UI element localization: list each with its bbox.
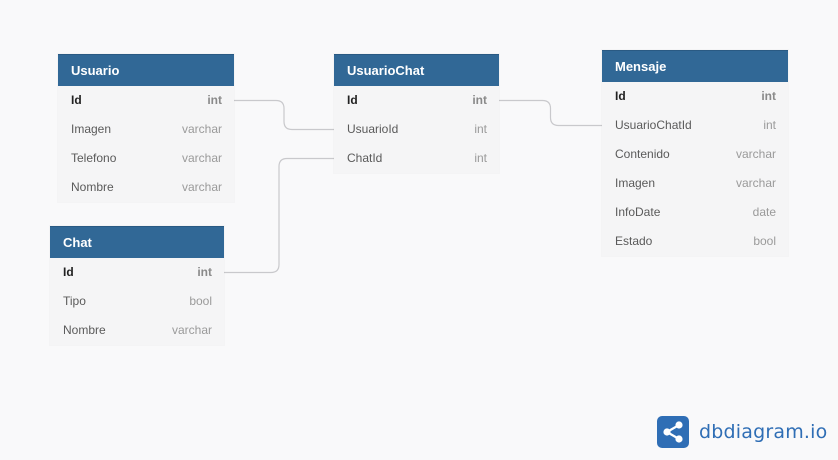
column-name: UsuarioId — [347, 122, 399, 136]
column-name: Id — [347, 93, 358, 107]
table-row[interactable]: InfoDate date — [602, 198, 788, 227]
column-name: Imagen — [615, 176, 656, 190]
share-nodes-icon — [657, 416, 689, 448]
table-row[interactable]: Imagen varchar — [58, 115, 234, 144]
column-name: Nombre — [63, 323, 106, 337]
table-row[interactable]: UsuarioId int — [334, 115, 499, 144]
column-type: varchar — [735, 176, 776, 190]
relationship-line[interactable] — [224, 157, 334, 274]
column-name: Id — [63, 265, 74, 279]
column-name: ChatId — [347, 151, 383, 165]
table-mensaje[interactable]: Mensaje Id int UsuarioChatId int Contenido… — [602, 50, 788, 256]
column-name: Id — [71, 93, 82, 107]
relationship-line[interactable] — [499, 99, 602, 127]
column-type: varchar — [181, 122, 222, 136]
column-name: Estado — [615, 234, 653, 248]
relationship-line[interactable] — [234, 99, 334, 131]
table-usuario[interactable]: Usuario Id int Imagen varchar Telefono varc… — [58, 54, 234, 202]
column-type: int — [197, 265, 212, 279]
table-row[interactable]: Id int — [334, 86, 499, 115]
table-row[interactable]: UsuarioChatId int — [602, 111, 788, 140]
table-row[interactable]: Imagen varchar — [602, 169, 788, 198]
column-name: Contenido — [615, 147, 670, 161]
table-row[interactable]: Id int — [50, 258, 224, 287]
column-type: int — [474, 122, 487, 136]
table-header[interactable]: Mensaje — [602, 50, 788, 82]
table-row[interactable]: Id int — [58, 86, 234, 115]
column-type: bool — [189, 294, 212, 308]
table-row[interactable]: Id int — [602, 82, 788, 111]
table-row[interactable]: Nombre varchar — [58, 173, 234, 202]
table-header[interactable]: UsuarioChat — [334, 54, 499, 86]
table-row[interactable]: Estado bool — [602, 227, 788, 256]
column-name: Tipo — [63, 294, 86, 308]
column-type: int — [761, 89, 776, 103]
column-type: varchar — [181, 180, 222, 194]
column-type: int — [207, 93, 222, 107]
table-chat[interactable]: Chat Id int Tipo bool Nombre varchar — [50, 226, 224, 345]
logo-text: dbdiagram.io — [699, 421, 828, 443]
table-row[interactable]: Nombre varchar — [50, 316, 224, 345]
column-name: InfoDate — [615, 205, 661, 219]
table-row[interactable]: Telefono varchar — [58, 144, 234, 173]
column-name: Id — [615, 89, 626, 103]
column-name: Nombre — [71, 180, 114, 194]
table-row[interactable]: Contenido varchar — [602, 140, 788, 169]
table-header[interactable]: Usuario — [58, 54, 234, 86]
column-type: int — [472, 93, 487, 107]
column-type: varchar — [171, 323, 212, 337]
column-name: Telefono — [71, 151, 117, 165]
table-usuariochat[interactable]: UsuarioChat Id int UsuarioId int ChatId int — [334, 54, 499, 173]
column-type: int — [763, 118, 776, 132]
column-type: bool — [753, 234, 776, 248]
dbdiagram-logo[interactable]: dbdiagram.io — [657, 416, 827, 448]
table-header[interactable]: Chat — [50, 226, 224, 258]
column-type: int — [474, 151, 487, 165]
column-name: Imagen — [71, 122, 112, 136]
table-row[interactable]: ChatId int — [334, 144, 499, 173]
column-name: UsuarioChatId — [615, 118, 692, 132]
column-type: varchar — [735, 147, 776, 161]
column-type: date — [752, 205, 776, 219]
column-type: varchar — [181, 151, 222, 165]
table-row[interactable]: Tipo bool — [50, 287, 224, 316]
